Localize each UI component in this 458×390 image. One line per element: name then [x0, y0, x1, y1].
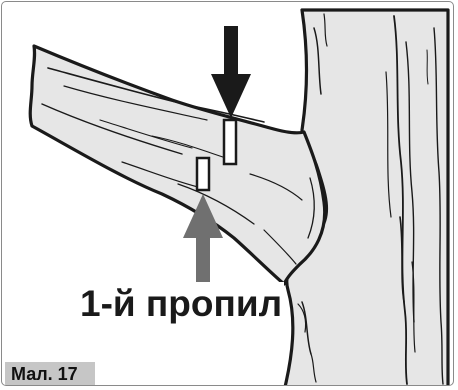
top-arrow	[211, 26, 251, 118]
branch	[30, 46, 324, 284]
figure-frame: 1-й пропил Мал. 17	[1, 1, 454, 386]
top-cut	[224, 120, 236, 164]
first-cut-label: 1-й пропил	[78, 282, 284, 326]
pruning-illustration	[2, 2, 454, 386]
figure-caption: Мал. 17	[5, 362, 95, 386]
bottom-cut	[197, 158, 209, 190]
